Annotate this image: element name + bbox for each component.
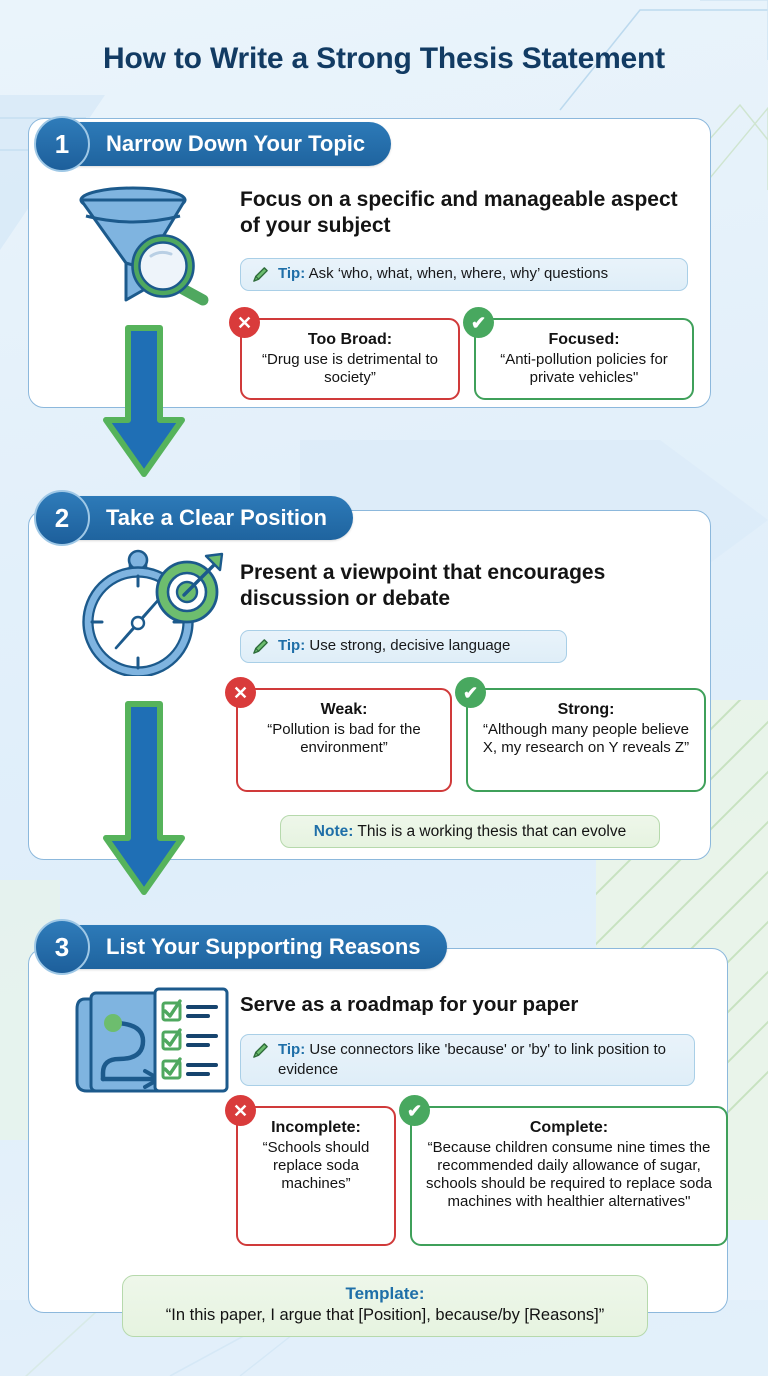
bad-example-title-3: Incomplete:	[271, 1119, 361, 1136]
good-example-text-3: “Because children consume nine times the…	[425, 1138, 713, 1211]
step-note-label-2: Note:	[313, 823, 354, 840]
pencil-icon	[253, 267, 268, 282]
connector-arrow-1	[103, 325, 185, 477]
pencil-icon	[253, 1043, 268, 1058]
compare-row-1: ✕ Too Broad: “Drug use is detrimental to…	[229, 307, 694, 401]
step-tip-label-1: Tip:	[278, 265, 306, 282]
check-icon-2: ✔	[455, 677, 486, 708]
step-number-badge-1: 1	[34, 116, 90, 172]
good-example-text-1: “Anti-pollution policies for private veh…	[500, 350, 668, 386]
step-icon-wrap-2	[64, 548, 234, 676]
step-tip-label-2: Tip:	[278, 637, 306, 654]
compass-target-icon	[81, 549, 223, 676]
step-label-3: List Your Supporting Reasons	[106, 934, 421, 959]
step-tip-3: Tip: Use connectors like 'because' or 'b…	[240, 1034, 695, 1086]
bad-example-text-1: “Drug use is detrimental to society”	[262, 350, 438, 386]
pencil-icon	[253, 639, 268, 654]
funnel-magnifier-icon	[79, 186, 209, 306]
step-icon-wrap-1	[58, 178, 228, 308]
good-example-box-2: ✔ Strong: “Although many people believe …	[455, 677, 706, 792]
step-number-3: 3	[54, 931, 70, 962]
step-tip-2: Tip: Use strong, decisive language	[240, 630, 567, 663]
good-example-title-3: Complete:	[529, 1119, 609, 1136]
good-example-box-3: ✔ Complete: “Because children consume ni…	[399, 1095, 728, 1246]
step-number-1: 1	[54, 128, 70, 159]
step-tip-text-3: Use connectors like 'because' or 'by' to…	[278, 1041, 667, 1078]
good-example-title-2: Strong:	[557, 701, 615, 718]
step-note-text-2: This is a working thesis that can evolve	[357, 823, 627, 840]
template-heading: Template:	[345, 1284, 425, 1303]
good-example-text-2: “Although many people believe X, my rese…	[482, 720, 690, 756]
compare-row-3: ✕ Incomplete: “Schools should replace so…	[225, 1095, 728, 1246]
step-headline-1: Focus on a specific and manageable aspec…	[240, 188, 678, 237]
cross-icon-3: ✕	[225, 1095, 256, 1126]
step-tip-text-2: Use strong, decisive language	[309, 637, 511, 654]
check-icon-1: ✔	[463, 307, 494, 338]
step-icon-wrap-3	[68, 985, 238, 1095]
step-header-1[interactable]: 1 Narrow Down Your Topic	[34, 116, 392, 172]
check-icon-3: ✔	[399, 1095, 430, 1126]
template-text: “In this paper, I argue that [Position],…	[165, 1306, 605, 1325]
bad-example-box-3: ✕ Incomplete: “Schools should replace so…	[225, 1095, 396, 1246]
good-example-title-1: Focused:	[548, 331, 620, 348]
bad-example-text-2: “Pollution is bad for the environment”	[267, 720, 421, 756]
step-number-2: 2	[54, 502, 70, 533]
cross-icon-2: ✕	[225, 677, 256, 708]
step-header-3[interactable]: 3 List Your Supporting Reasons	[34, 919, 447, 975]
compare-row-2: ✕ Weak: “Pollution is bad for the enviro…	[225, 677, 706, 792]
bad-example-title-1: Too Broad:	[307, 331, 393, 348]
step-tip-label-3: Tip:	[278, 1041, 306, 1058]
cross-icon-1: ✕	[229, 307, 260, 338]
bad-example-box-1: ✕ Too Broad: “Drug use is detrimental to…	[229, 307, 460, 401]
step-tip-text-1: Ask ‘who, what, when, where, why’ questi…	[308, 265, 609, 282]
step-label-1: Narrow Down Your Topic	[106, 131, 366, 156]
step-number-badge-3: 3	[34, 919, 90, 975]
step-note-2: Note: This is a working thesis that can …	[280, 815, 660, 849]
step-label-2: Take a Clear Position	[106, 505, 327, 530]
connector-arrow-2	[103, 701, 185, 895]
step-tip-1: Tip: Ask ‘who, what, when, where, why’ q…	[240, 258, 688, 291]
roadmap-checklist-icon	[75, 987, 229, 1093]
template-box: Template: “In this paper, I argue that […	[122, 1275, 648, 1337]
step-headline-3: Serve as a roadmap for your paper	[240, 993, 579, 1016]
bad-example-box-2: ✕ Weak: “Pollution is bad for the enviro…	[225, 677, 452, 792]
page-title: How to Write a Strong Thesis Statement	[103, 42, 665, 75]
step-number-badge-2: 2	[34, 490, 90, 546]
step-headline-2: Present a viewpoint that encourages disc…	[240, 561, 606, 610]
step-header-2[interactable]: 2 Take a Clear Position	[34, 490, 353, 546]
bad-example-title-2: Weak:	[320, 701, 368, 718]
good-example-box-1: ✔ Focused: “Anti-pollution policies for …	[463, 307, 694, 401]
bad-example-text-3: “Schools should replace soda machines”	[262, 1138, 370, 1193]
